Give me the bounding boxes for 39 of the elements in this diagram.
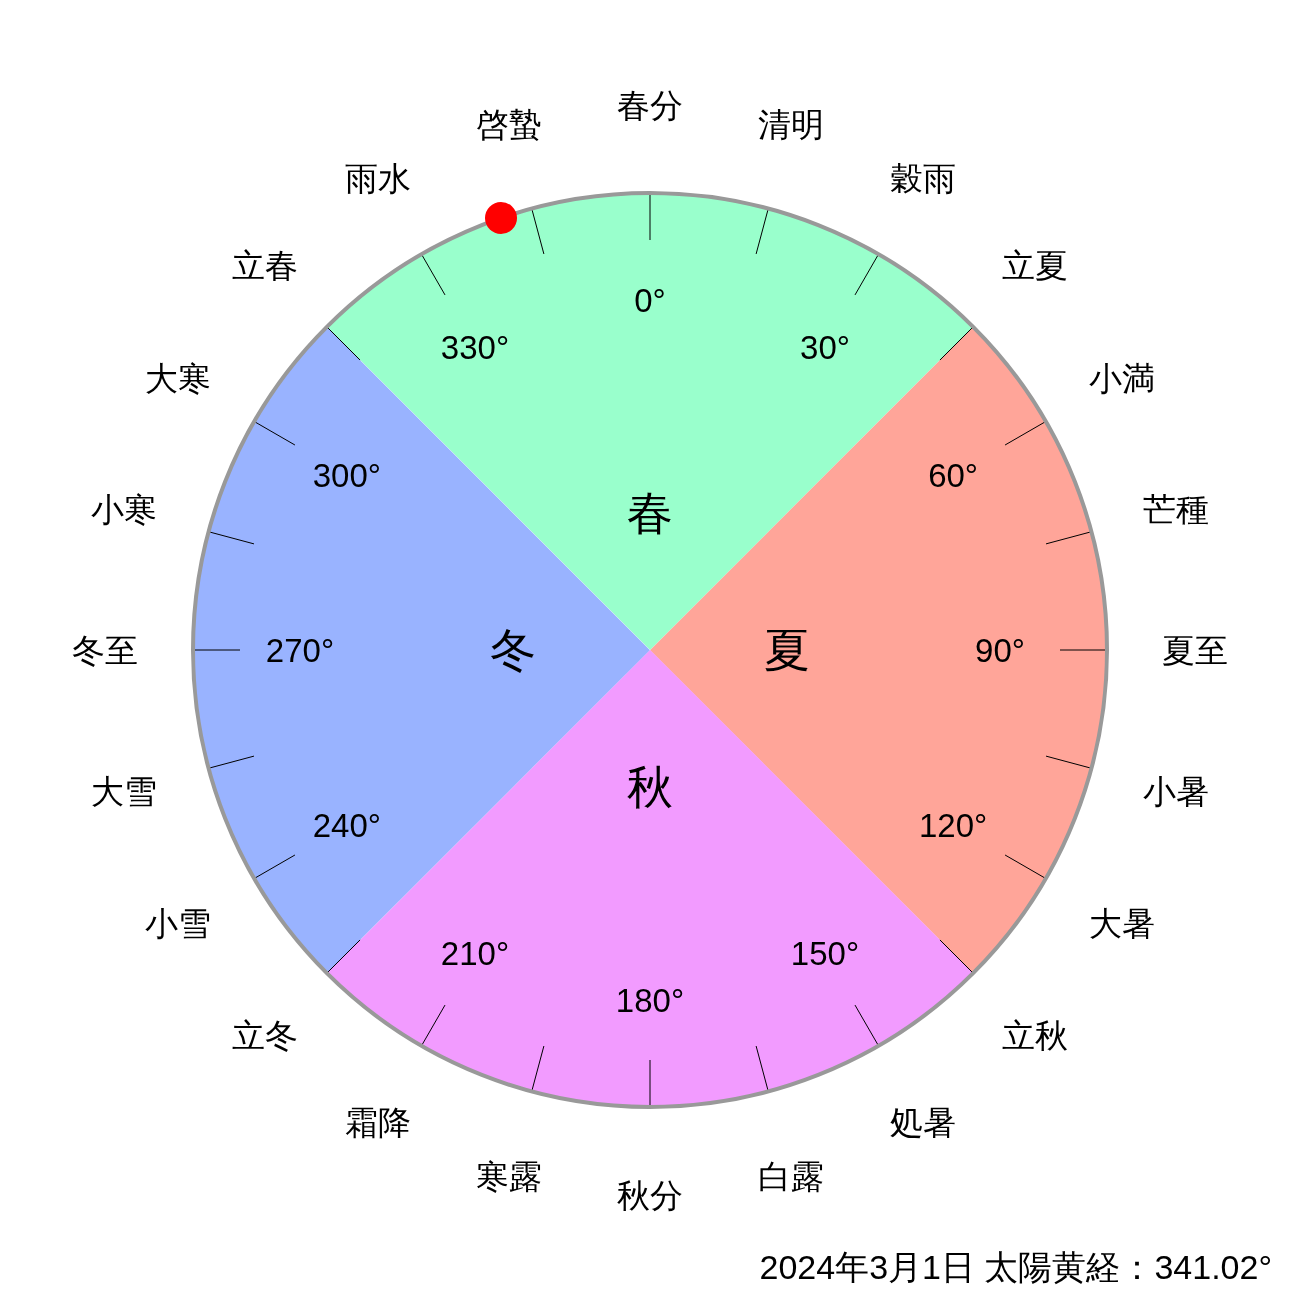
solar-term-label: 芒種 — [1143, 492, 1210, 526]
season-label: 夏 — [764, 627, 810, 673]
degree-label: 240° — [312, 808, 381, 842]
solar-term-label: 秋分 — [617, 1178, 683, 1212]
degree-label: 180° — [615, 983, 685, 1017]
solar-term-label: 冬至 — [72, 633, 138, 667]
degree-label: 210° — [440, 936, 510, 970]
degree-label: 0° — [634, 283, 666, 317]
solar-term-label: 大雪 — [90, 774, 157, 808]
solar-term-label: 立春 — [231, 248, 298, 282]
solar-term-label: 小雪 — [145, 906, 211, 939]
solar-term-label: 夏至 — [1162, 633, 1228, 667]
solar-term-label: 穀雨 — [889, 161, 956, 195]
degree-label: 270° — [265, 633, 335, 667]
solar-term-label: 立秋 — [1002, 1018, 1069, 1052]
solar-term-label: 小寒 — [90, 492, 157, 526]
solar-term-label: 清明 — [758, 107, 825, 141]
degree-label: 60° — [928, 458, 979, 492]
degree-label: 120° — [918, 808, 988, 842]
season-label: 春 — [627, 490, 673, 536]
solar-term-label: 立夏 — [1002, 248, 1069, 282]
solar-term-label: 立冬 — [231, 1018, 298, 1052]
season-label: 冬 — [490, 627, 536, 673]
solar-term-label: 白露 — [758, 1159, 825, 1193]
solar-term-label: 小満 — [1088, 361, 1155, 394]
degree-label: 150° — [790, 936, 860, 970]
caption: 2024年3月1日 太陽黄経：341.02° — [759, 1250, 1272, 1284]
solar-term-label: 大寒 — [145, 361, 211, 394]
season-label: 秋 — [627, 764, 673, 810]
solar-term-label: 寒露 — [475, 1159, 542, 1193]
solar-term-label: 雨水 — [344, 161, 411, 195]
degree-label: 300° — [312, 458, 381, 492]
solar-term-label: 春分 — [617, 88, 683, 122]
degree-label: 30° — [800, 330, 850, 364]
solar-term-label: 大暑 — [1088, 906, 1155, 939]
solar-term-label: 啓蟄 — [475, 107, 542, 141]
degree-label: 90° — [975, 633, 1025, 667]
solar-term-label: 小暑 — [1143, 774, 1210, 808]
degree-label: 330° — [440, 330, 510, 364]
